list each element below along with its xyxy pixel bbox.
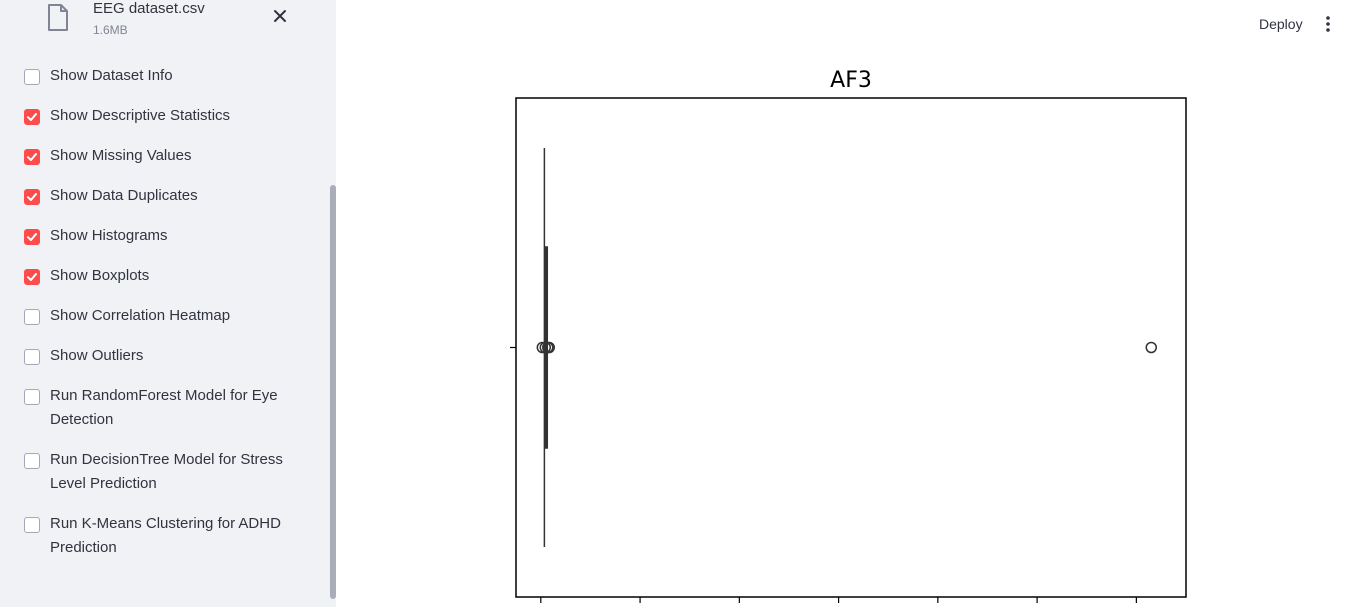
file-name: EEG dataset.csv <box>93 0 205 17</box>
checkbox[interactable] <box>24 269 40 285</box>
boxplot-chart: AF3 <box>510 68 1187 603</box>
outlier-point <box>543 341 556 354</box>
deploy-button[interactable]: Deploy <box>1259 16 1303 32</box>
option-row[interactable]: Run RandomForest Model for Eye Detection <box>24 387 290 432</box>
sidebar-scrollbar[interactable] <box>330 185 336 599</box>
check-icon <box>27 153 37 161</box>
main-content: Deploy AF3 <box>336 0 1359 607</box>
checkbox[interactable] <box>24 349 40 365</box>
close-icon[interactable] <box>272 8 288 24</box>
check-icon <box>27 233 37 241</box>
option-row[interactable]: Run K-Means Clustering for ADHD Predicti… <box>24 515 290 560</box>
file-icon <box>48 4 68 31</box>
checkbox[interactable] <box>24 389 40 405</box>
option-label: Show Dataset Info <box>50 67 173 84</box>
checkbox[interactable] <box>24 109 40 125</box>
option-label: Show Outliers <box>50 347 144 364</box>
plot-area <box>515 97 1187 598</box>
option-label: Show Data Duplicates <box>50 187 198 204</box>
chart-title: AF3 <box>830 68 872 93</box>
uploaded-file: EEG dataset.csv 1.6MB <box>46 0 306 44</box>
option-label: Show Histograms <box>50 227 168 244</box>
checkbox[interactable] <box>24 453 40 469</box>
option-label: Show Missing Values <box>50 147 192 164</box>
option-row[interactable]: Run DecisionTree Model for Stress Level … <box>24 451 290 496</box>
checkbox[interactable] <box>24 309 40 325</box>
option-row[interactable]: Show Histograms <box>24 227 290 248</box>
outlier-point <box>536 341 549 354</box>
check-icon <box>27 193 37 201</box>
checkbox[interactable] <box>24 69 40 85</box>
option-label: Run DecisionTree Model for Stress Level … <box>50 451 283 492</box>
option-label: Run RandomForest Model for Eye Detection <box>50 387 278 428</box>
outlier-point <box>1145 341 1158 354</box>
checkbox[interactable] <box>24 149 40 165</box>
option-row[interactable]: Show Descriptive Statistics <box>24 107 290 128</box>
checkbox[interactable] <box>24 517 40 533</box>
option-row[interactable]: Show Outliers <box>24 347 290 368</box>
check-icon <box>27 273 37 281</box>
option-label: Run K-Means Clustering for ADHD Predicti… <box>50 515 281 556</box>
option-row[interactable]: Show Dataset Info <box>24 67 290 88</box>
option-label: Show Correlation Heatmap <box>50 307 231 324</box>
option-row[interactable]: Show Missing Values <box>24 147 290 168</box>
checkbox[interactable] <box>24 189 40 205</box>
option-row[interactable]: Show Correlation Heatmap <box>24 307 290 328</box>
option-row[interactable]: Show Data Duplicates <box>24 187 290 208</box>
option-row[interactable]: Show Boxplots <box>24 267 290 288</box>
file-size: 1.6MB <box>93 23 128 37</box>
option-label: Show Boxplots <box>50 267 150 284</box>
kebab-menu-icon[interactable] <box>1321 14 1335 34</box>
option-label: Show Descriptive Statistics <box>50 107 231 124</box>
check-icon <box>27 113 37 121</box>
checkbox[interactable] <box>24 229 40 245</box>
